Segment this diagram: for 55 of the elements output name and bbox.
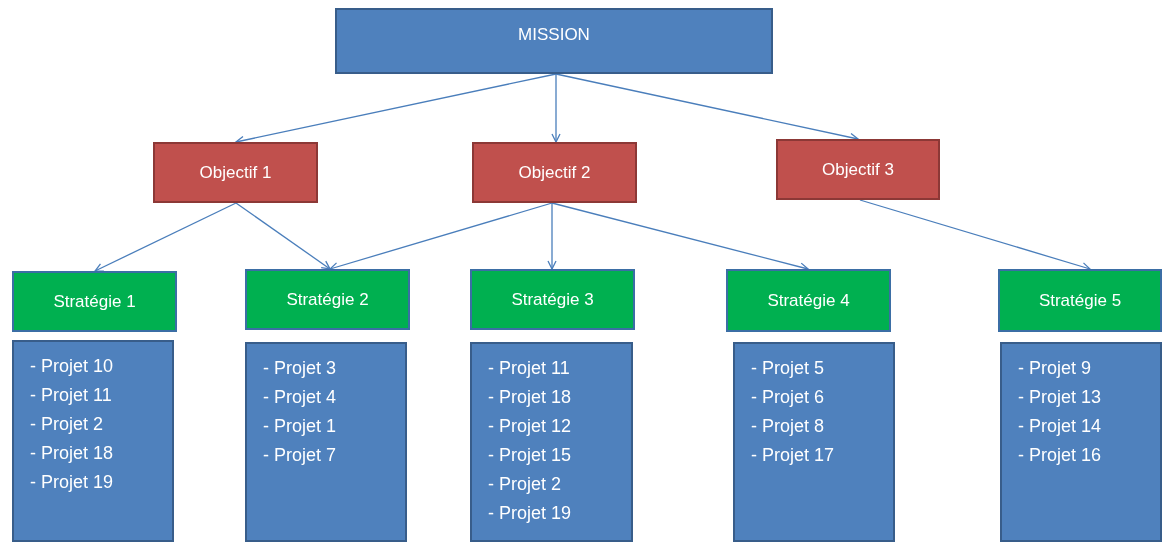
box-label: Stratégie 1 [53, 290, 136, 313]
project-item: - Projet 1 [263, 415, 337, 438]
project-item: - Projet 4 [263, 386, 337, 409]
project-list-box [470, 342, 633, 542]
project-item: - Projet 13 [1018, 386, 1102, 409]
project-item: - Projet 18 [488, 386, 572, 409]
arrow [555, 73, 859, 142]
box-label: Stratégie 3 [511, 288, 594, 311]
project-list-box [12, 340, 174, 542]
project-item: - Projet 12 [488, 415, 572, 438]
project-item: - Projet 9 [1018, 357, 1092, 380]
box-label: Objectif 3 [822, 158, 894, 181]
project-item: - Projet 10 [30, 355, 114, 378]
project-item: - Projet 2 [488, 473, 562, 496]
project-item: - Projet 16 [1018, 444, 1102, 467]
arrow [551, 73, 561, 143]
strategy-box [998, 269, 1162, 332]
objective-box [776, 139, 940, 200]
project-item: - Projet 19 [30, 471, 114, 494]
arrow [94, 202, 237, 272]
project-item: - Projet 14 [1018, 415, 1102, 438]
arrow [235, 73, 557, 145]
strategy-box [726, 269, 891, 332]
project-item: - Projet 8 [751, 415, 825, 438]
project-item: - Projet 18 [30, 442, 114, 465]
box-label: Stratégie 4 [767, 289, 850, 312]
arrow [235, 202, 331, 270]
box-label: MISSION [518, 24, 590, 46]
box-label: Objectif 2 [518, 161, 591, 184]
project-item: - Projet 6 [751, 386, 825, 409]
project-item: - Projet 15 [488, 444, 572, 467]
project-list-box [245, 342, 407, 542]
project-list-box [1000, 342, 1162, 542]
box-label: Objectif 1 [199, 161, 272, 184]
project-item: - Projet 7 [263, 444, 337, 467]
project-item: - Projet 11 [30, 384, 112, 407]
strategy-box [245, 269, 410, 330]
box-label: Stratégie 5 [1038, 289, 1122, 312]
strategy-box [470, 269, 635, 330]
project-item: - Projet 2 [30, 413, 104, 436]
project-item: - Projet 17 [751, 444, 835, 467]
project-item: - Projet 11 [488, 357, 570, 380]
project-list-box [733, 342, 895, 542]
mission-box [335, 8, 773, 74]
project-item: - Projet 19 [488, 502, 572, 525]
arrow [551, 202, 809, 272]
box-label: Stratégie 2 [286, 288, 369, 311]
project-item: - Projet 3 [263, 357, 337, 380]
objective-box [153, 142, 318, 203]
arrow [329, 202, 553, 272]
arrow [547, 202, 557, 270]
objective-box [472, 142, 637, 203]
strategy-box [12, 271, 177, 332]
project-item: - Projet 5 [751, 357, 825, 380]
arrow [859, 199, 1091, 272]
